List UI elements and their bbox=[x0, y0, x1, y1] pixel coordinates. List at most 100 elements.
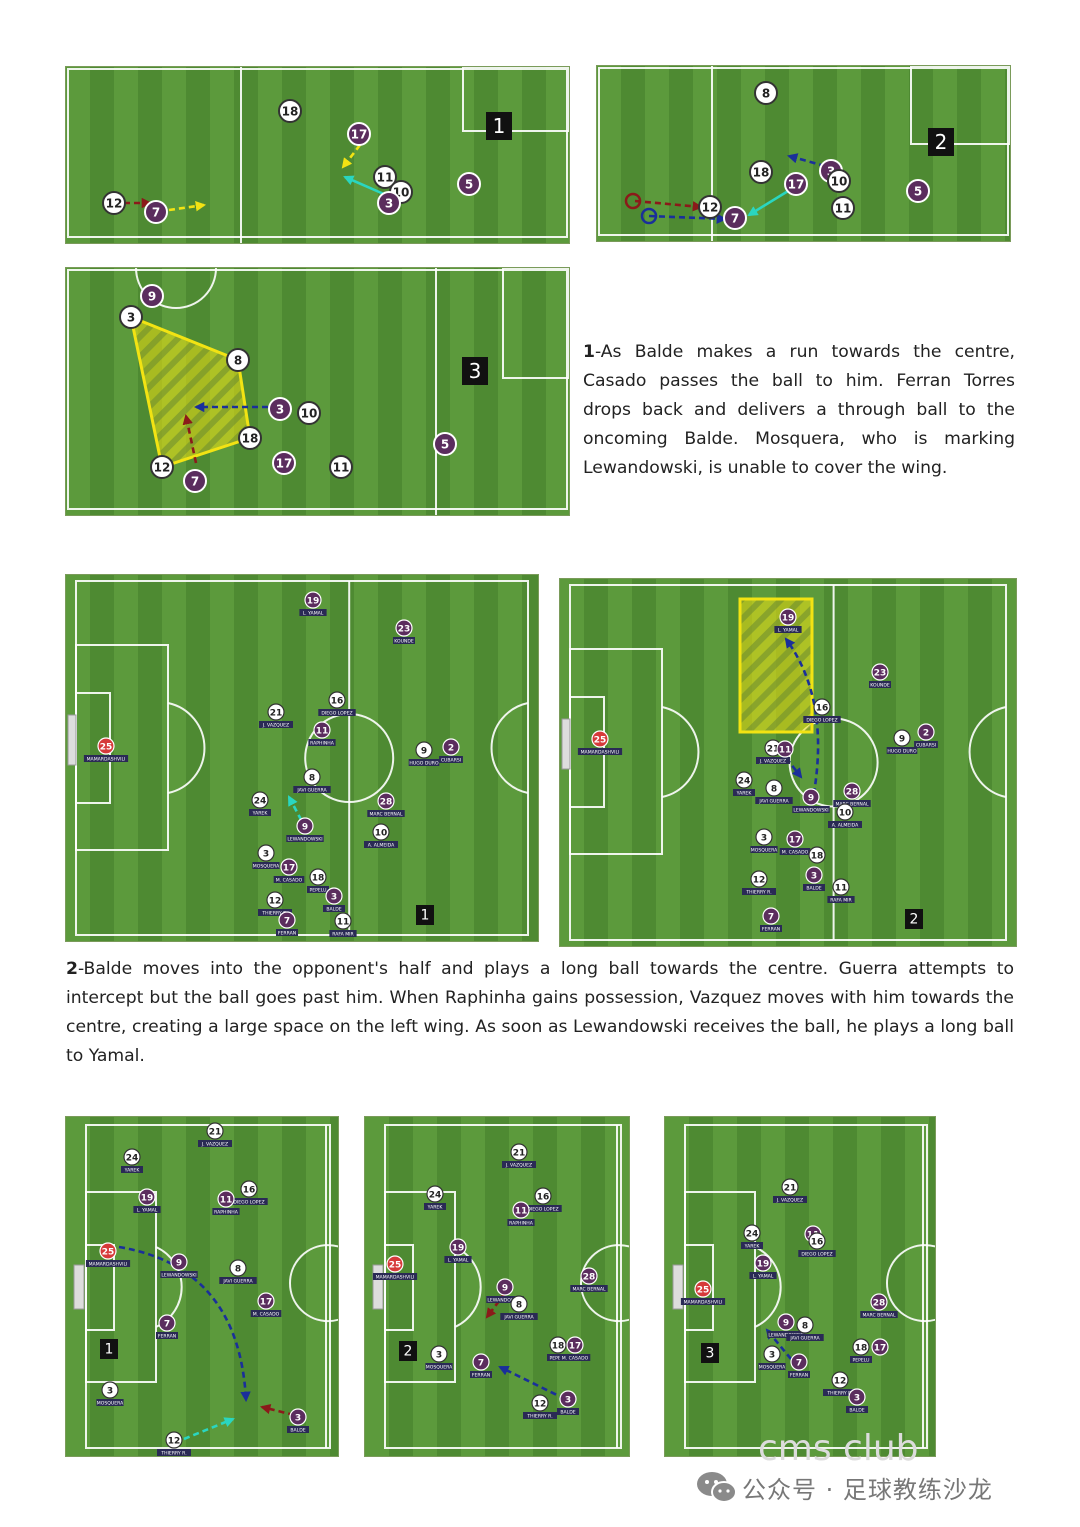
svg-text:17: 17 bbox=[351, 128, 368, 142]
player-marker: 17M. CASADO bbox=[250, 1292, 282, 1318]
svg-text:8: 8 bbox=[234, 354, 242, 368]
svg-text:7: 7 bbox=[191, 475, 199, 489]
svg-text:19: 19 bbox=[452, 1243, 465, 1253]
svg-text:17: 17 bbox=[874, 1343, 887, 1353]
player-marker: 7 bbox=[723, 206, 747, 230]
svg-text:RAFA MIR: RAFA MIR bbox=[332, 932, 354, 938]
svg-text:3: 3 bbox=[107, 1386, 113, 1396]
svg-text:28: 28 bbox=[583, 1272, 596, 1282]
player-marker: 11 bbox=[373, 165, 397, 189]
svg-text:MAMARDASHVILI: MAMARDASHVILI bbox=[87, 757, 126, 763]
player-marker: 19L. YAMAL bbox=[749, 1254, 777, 1280]
svg-text:12: 12 bbox=[702, 201, 719, 215]
svg-text:THIERRY R.: THIERRY R. bbox=[745, 890, 771, 896]
watermark-faded: cms club bbox=[758, 1428, 919, 1469]
svg-text:25: 25 bbox=[594, 735, 607, 745]
svg-text:9: 9 bbox=[808, 793, 814, 803]
movement-arrow bbox=[634, 199, 704, 212]
svg-text:10: 10 bbox=[839, 808, 852, 818]
player-marker: 8 bbox=[226, 348, 250, 372]
player-marker: 17 bbox=[871, 1338, 889, 1356]
svg-text:MAMARDASHVILI: MAMARDASHVILI bbox=[376, 1275, 415, 1281]
svg-text:3: 3 bbox=[385, 197, 393, 211]
svg-text:L. YAMAL: L. YAMAL bbox=[137, 1208, 158, 1214]
svg-text:DIEGO LOPEZ: DIEGO LOPEZ bbox=[527, 1207, 558, 1213]
player-marker: 11 bbox=[831, 196, 855, 220]
svg-text:21: 21 bbox=[784, 1183, 797, 1193]
svg-text:8: 8 bbox=[771, 784, 777, 794]
svg-text:7: 7 bbox=[768, 912, 774, 922]
svg-text:9: 9 bbox=[783, 1318, 789, 1328]
svg-text:3: 3 bbox=[565, 1395, 571, 1405]
svg-text:JAVI GUERRA: JAVI GUERRA bbox=[789, 1336, 820, 1342]
diagram-step-label: 1 bbox=[416, 905, 434, 925]
svg-text:8: 8 bbox=[516, 1300, 522, 1310]
movement-arrow bbox=[341, 144, 362, 169]
svg-text:19: 19 bbox=[782, 613, 795, 623]
svg-text:18: 18 bbox=[242, 432, 259, 446]
player-marker: 10 bbox=[297, 401, 321, 425]
diagram-step-label: 1 bbox=[486, 112, 512, 140]
svg-text:MOSQUERA: MOSQUERA bbox=[97, 1401, 124, 1407]
player-marker: 19L. YAMAL bbox=[299, 591, 327, 617]
movement-arrow bbox=[259, 1403, 295, 1417]
svg-text:17: 17 bbox=[276, 457, 293, 471]
svg-text:M. CASADO: M. CASADO bbox=[782, 850, 809, 856]
svg-text:12: 12 bbox=[106, 197, 123, 211]
movement-arrow bbox=[287, 795, 308, 830]
svg-text:MOSQUERA: MOSQUERA bbox=[253, 864, 280, 870]
svg-text:THIERRY R.: THIERRY R. bbox=[526, 1414, 552, 1420]
svg-text:3: 3 bbox=[854, 1393, 860, 1403]
svg-text:M. CASADO: M. CASADO bbox=[253, 1312, 280, 1318]
svg-text:23: 23 bbox=[874, 668, 887, 678]
svg-text:9: 9 bbox=[502, 1283, 508, 1293]
svg-text:MAMARDASHVILI: MAMARDASHVILI bbox=[581, 750, 620, 756]
player-marker: 17 bbox=[347, 122, 371, 146]
player-marker: 18 bbox=[749, 160, 773, 184]
svg-text:JAVI GUERRA: JAVI GUERRA bbox=[503, 1315, 534, 1321]
svg-text:7: 7 bbox=[796, 1358, 802, 1368]
svg-text:L. YAMAL: L. YAMAL bbox=[303, 611, 324, 617]
svg-text:12: 12 bbox=[753, 875, 766, 885]
svg-text:16: 16 bbox=[243, 1185, 256, 1195]
svg-text:PEPELU: PEPELU bbox=[852, 1358, 869, 1364]
svg-text:12: 12 bbox=[834, 1376, 847, 1386]
player-marker: 17M. CASADO bbox=[559, 1336, 591, 1362]
svg-text:MOSQUERA: MOSQUERA bbox=[426, 1365, 453, 1371]
svg-text:MARC BERNAL: MARC BERNAL bbox=[835, 802, 869, 808]
wechat-icon bbox=[697, 1472, 737, 1503]
svg-text:DIEGO LOPEZ: DIEGO LOPEZ bbox=[801, 1252, 832, 1258]
player-marker: 10 bbox=[827, 169, 851, 193]
svg-text:MOSQUERA: MOSQUERA bbox=[759, 1365, 786, 1371]
svg-text:HUGO DURO: HUGO DURO bbox=[409, 761, 439, 767]
svg-text:9: 9 bbox=[148, 290, 156, 304]
svg-text:21: 21 bbox=[270, 708, 283, 718]
